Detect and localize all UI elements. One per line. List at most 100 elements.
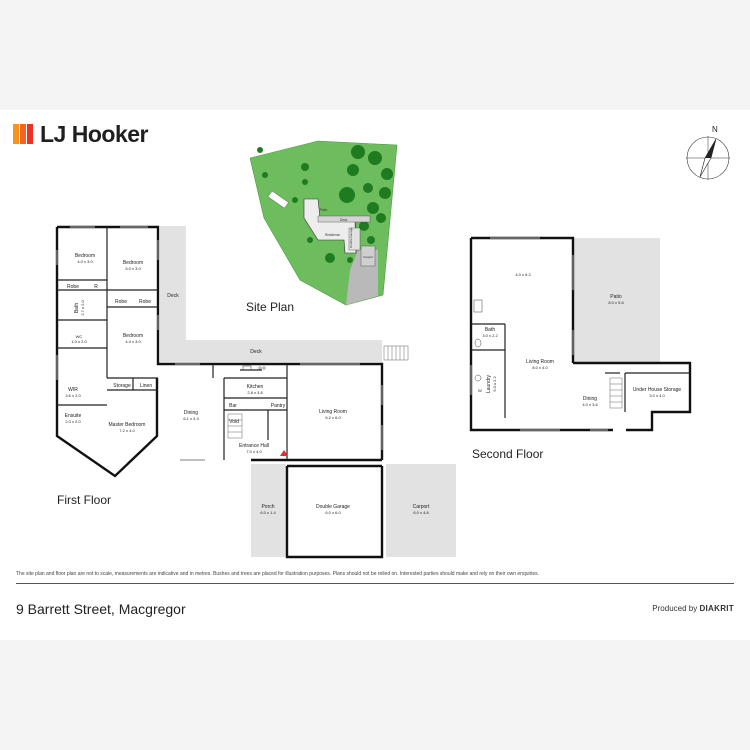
site-label-garage: Double Garage bbox=[349, 227, 353, 248]
second-floor-room-labels: 4.0 x 6.2 Patio 8.0 x 5.6 Bath 3.0 x 2.2… bbox=[482, 272, 681, 407]
north-compass-icon: N bbox=[686, 125, 730, 180]
carport-area bbox=[386, 464, 456, 557]
first-floor-internal-walls bbox=[57, 227, 288, 460]
room-name: Pantry bbox=[271, 403, 286, 409]
laundry-area bbox=[471, 364, 521, 370]
site-carport bbox=[360, 245, 376, 267]
room-dim: 6.0 x 6.0 bbox=[325, 510, 341, 515]
produced-by-label: Produced by bbox=[652, 604, 698, 613]
room-name: Double Garage bbox=[316, 504, 350, 510]
site-label-residence: Residence bbox=[325, 233, 340, 237]
second-floor-internal-walls bbox=[471, 323, 690, 418]
room-name: Ensuite bbox=[65, 413, 82, 419]
room-name: Entrance Hall bbox=[239, 443, 269, 449]
room-dim: 3.0 x 2.2 bbox=[482, 333, 498, 338]
room-dim: 7.0 x 4.0 bbox=[246, 449, 262, 454]
first-floor-room-labels: Bedroom 4.0 x 3.0 Bedroom 5.0 x 3.0 Robe… bbox=[65, 253, 430, 515]
room-name: Bar bbox=[229, 403, 237, 409]
room-name: Dining bbox=[583, 396, 597, 402]
room-name: Void bbox=[229, 419, 239, 425]
room-name: Bedroom bbox=[75, 253, 95, 259]
room-dim: 7.2 x 4.0 bbox=[119, 428, 135, 433]
second-floor-plan: W 4.0 x 6.2 Patio 8.0 x 5.6 Bath 3.0 x 2… bbox=[469, 236, 692, 461]
site-deck bbox=[317, 215, 371, 223]
room-dim: 4.4 x 3.0 bbox=[125, 339, 141, 344]
deck-stairs bbox=[383, 345, 409, 361]
room-dim: 2.0 x 2.0 bbox=[65, 419, 81, 424]
room-dim: 6.0 x 1.4 bbox=[260, 510, 276, 515]
site-label-deck: Deck bbox=[340, 218, 348, 222]
compass-label: N bbox=[712, 125, 718, 134]
site-shed bbox=[267, 190, 289, 209]
room-dim: 4.0 x 6.2 bbox=[515, 272, 531, 277]
room-dim: 8.0 x 4.0 bbox=[532, 365, 548, 370]
site-label-patio: Patio bbox=[320, 208, 327, 212]
washer-icon: W bbox=[478, 388, 482, 393]
first-floor-windows bbox=[56, 226, 383, 461]
room-name: Deck bbox=[167, 293, 179, 299]
room-dim: 3.6 x 2.0 bbox=[65, 393, 81, 398]
room-name: R bbox=[94, 284, 98, 290]
room-name: Patio bbox=[610, 294, 622, 300]
room-dim: 5.0 x 2.2 bbox=[492, 376, 497, 392]
room-dim: 4.0 x 3.0 bbox=[77, 259, 93, 264]
room-dim: 6.0 x 4.6 bbox=[413, 510, 429, 515]
site-residence bbox=[303, 198, 357, 254]
bath-fixtures bbox=[473, 299, 483, 382]
room-dim: 2.8 x 3.8 bbox=[247, 390, 263, 395]
room-name: Master Bedroom bbox=[109, 422, 146, 428]
room-dim: 3.0 x 4.0 bbox=[649, 393, 665, 398]
room-dim: 1.0 x 2.0 bbox=[71, 339, 87, 344]
second-floor-stairs bbox=[609, 377, 623, 409]
room-name: Storage bbox=[113, 383, 131, 389]
room-name: WIR bbox=[68, 387, 78, 393]
site-trees bbox=[257, 145, 393, 263]
entry-arrow-icon bbox=[280, 450, 288, 456]
room-name: Robe bbox=[115, 299, 127, 305]
room-dim: 6.1 x 4.3 bbox=[183, 416, 199, 421]
first-floor-walls bbox=[55, 225, 384, 559]
producer-credit: Produced by DIAKRIT bbox=[652, 604, 734, 613]
patio-area bbox=[573, 238, 660, 363]
lj-hooker-logo: LJ Hooker bbox=[13, 120, 148, 147]
room-dim: 6.2 x 6.0 bbox=[325, 415, 341, 420]
disclaimer-text: The site plan and floor plan are not to … bbox=[16, 571, 540, 577]
room-name: Porch bbox=[261, 504, 274, 510]
kitchen-fixtures bbox=[242, 365, 266, 371]
room-dim: 2.7 x 2.0 bbox=[80, 300, 85, 316]
room-name: Bedroom bbox=[123, 333, 143, 339]
first-floor-title: First Floor bbox=[57, 493, 111, 507]
second-floor-title: Second Floor bbox=[472, 447, 543, 461]
room-name: Bedroom bbox=[123, 260, 143, 266]
room-name: Bath bbox=[74, 303, 80, 314]
deck-horizontal bbox=[160, 340, 382, 362]
second-floor-windows bbox=[470, 237, 608, 431]
room-name: Laundry bbox=[486, 374, 492, 393]
first-floor-plan: Bedroom 4.0 x 3.0 Bedroom 5.0 x 3.0 Robe… bbox=[55, 225, 456, 559]
brand-name: LJ Hooker bbox=[40, 120, 148, 147]
site-plan: Patio Deck Residence Double Garage Carpo… bbox=[246, 140, 398, 314]
room-name: Living Room bbox=[319, 409, 347, 415]
footer-divider bbox=[16, 583, 734, 584]
room-name: Kitchen bbox=[247, 384, 264, 390]
property-address: 9 Barrett Street, Macgregor bbox=[16, 601, 186, 617]
entrance-stairs bbox=[227, 413, 243, 439]
room-name: Bath bbox=[485, 327, 496, 333]
room-dim: 8.0 x 5.6 bbox=[608, 300, 624, 305]
deck-vertical bbox=[160, 226, 186, 340]
logo-bar bbox=[27, 124, 33, 144]
room-name: Dining bbox=[184, 410, 198, 416]
site-garage bbox=[348, 227, 361, 251]
porch-area bbox=[251, 464, 286, 557]
site-label-carport: Carport bbox=[363, 255, 373, 259]
room-name: WC bbox=[76, 334, 83, 339]
logo-bar bbox=[13, 124, 19, 144]
producer-name: DIAKRIT bbox=[699, 604, 734, 613]
room-name: Robe bbox=[67, 284, 79, 290]
room-dim: 5.0 x 3.0 bbox=[125, 266, 141, 271]
room-name: Robe bbox=[139, 299, 151, 305]
room-name: Living Room bbox=[526, 359, 554, 365]
room-name: Under House Storage bbox=[633, 387, 682, 393]
room-name: Deck bbox=[250, 349, 262, 355]
